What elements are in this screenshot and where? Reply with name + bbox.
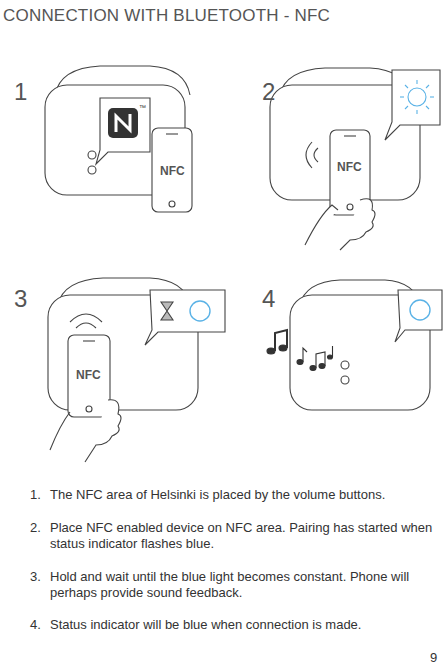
- page-number: 9: [430, 650, 437, 665]
- page-title: CONNECTION WITH BLUETOOTH - NFC: [3, 6, 330, 26]
- step-number: 2.: [30, 520, 41, 535]
- step-text: Hold and wait until the blue light becom…: [50, 569, 435, 601]
- nfc-callout: [96, 98, 150, 164]
- phone-3: [50, 314, 121, 462]
- phone-label: NFC: [76, 368, 101, 382]
- music-notes: [267, 330, 333, 371]
- step-number: 1.: [30, 487, 41, 502]
- callout-number: 3: [14, 285, 27, 313]
- blue-callout: [395, 290, 442, 342]
- phone-1: [152, 128, 192, 212]
- phone-label: NFC: [337, 160, 362, 174]
- hourglass-callout: [145, 290, 225, 345]
- callout-number: 4: [262, 285, 275, 313]
- step-number: 3.: [30, 569, 41, 584]
- callout-number: 2: [262, 78, 275, 106]
- phone-2: [305, 130, 375, 250]
- trademark: ™: [139, 104, 146, 111]
- step-number: 4.: [30, 617, 41, 632]
- step-text: Status indicator will be blue when conne…: [50, 617, 435, 633]
- sun-callout: [385, 70, 440, 140]
- step-text: The NFC area of Helsinki is placed by th…: [50, 487, 435, 503]
- callout-number: 1: [14, 78, 27, 106]
- step-text: Place NFC enabled device on NFC area. Pa…: [50, 520, 435, 552]
- phone-label: NFC: [160, 164, 185, 178]
